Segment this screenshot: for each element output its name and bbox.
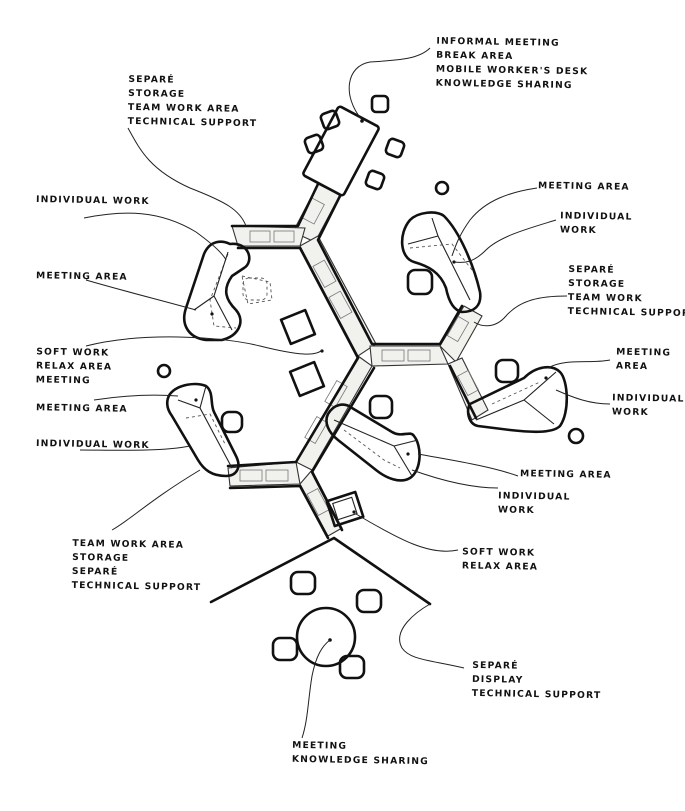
side-table <box>279 308 317 346</box>
separe-partition <box>209 536 432 606</box>
spine-segment-center-upper <box>299 235 377 357</box>
label-line: Technical support <box>71 579 202 594</box>
chair <box>355 588 383 614</box>
chair <box>303 133 325 155</box>
label-meeting-area-right-1: Meeting area <box>538 179 630 195</box>
stool <box>567 427 585 445</box>
label-display-bottom-right: Separé Display Technical support <box>472 659 602 703</box>
storage-spine <box>227 183 489 537</box>
chair <box>384 137 406 159</box>
workstation-upper-left <box>183 240 273 342</box>
chair <box>319 109 341 131</box>
workstation-right <box>466 358 585 445</box>
workstation-upper-right <box>400 180 482 314</box>
spine-outline <box>226 182 478 540</box>
label-line: Meeting <box>616 346 672 359</box>
label-line: Meeting area <box>35 402 128 415</box>
round-meeting-group <box>271 570 383 680</box>
label-individual-work-lower-right: Individual work <box>498 489 571 518</box>
round-table <box>295 606 357 668</box>
chair <box>220 410 244 434</box>
label-line: Knowledge sharing <box>291 753 430 768</box>
chair <box>370 94 390 114</box>
label-line: Individual work <box>35 194 150 207</box>
label-line: Knowledge sharing <box>435 77 573 92</box>
chair <box>368 394 394 420</box>
chair <box>364 169 386 191</box>
stool <box>434 180 450 196</box>
chair <box>289 570 317 596</box>
label-meeting-bottom: Meeting Knowledge sharing <box>292 739 430 769</box>
label-line: Soft work <box>36 346 110 359</box>
stool <box>156 363 172 379</box>
label-line: Technical support <box>127 115 258 130</box>
label-team-work-lower-left: Team work area Storage Separé Technical … <box>72 537 203 595</box>
label-individual-work-right-2: Individual work <box>612 391 685 420</box>
label-line: Individual work <box>35 438 150 451</box>
side-table <box>288 360 326 398</box>
label-line: Technical support <box>471 687 602 702</box>
label-individual-work-left-2: Individual work <box>36 437 150 453</box>
chair <box>406 268 434 296</box>
label-soft-work-lower-right: Soft work Relax area <box>462 545 539 574</box>
label-line: Relax area <box>461 560 539 573</box>
informal-meeting-table <box>302 105 380 197</box>
label-line: Meeting area <box>35 270 128 283</box>
label-line: Meeting <box>35 374 91 387</box>
chair <box>271 636 299 662</box>
spine-segment-right-upper <box>439 305 483 363</box>
label-informal-meeting: Informal meeting Break area Mobile worke… <box>436 35 589 94</box>
workstation-lower-left <box>165 382 244 478</box>
label-line: Individual <box>498 490 571 503</box>
label-line: Relax area <box>35 360 113 373</box>
label-meeting-area-right-2: Meeting area <box>616 346 671 375</box>
label-individual-work-left-1: Individual work <box>36 193 150 209</box>
label-individual-work-right-1: Individual work <box>560 209 633 238</box>
label-meeting-area-left-2: Meeting area <box>36 401 128 417</box>
label-meeting-area-lower-right: Meeting area <box>520 467 612 483</box>
chair <box>242 277 268 301</box>
label-line: Individual <box>560 210 633 223</box>
label-line: Individual <box>612 392 685 405</box>
soft-work-table <box>325 490 365 528</box>
label-line: Technical suppor <box>567 305 685 320</box>
label-line: Meeting area <box>537 180 630 193</box>
label-meeting-area-left-1: Meeting area <box>36 269 128 285</box>
leader-lines <box>79 47 611 739</box>
label-line: work <box>497 504 535 517</box>
label-soft-work-left: Soft work Relax area Meeting <box>36 345 113 388</box>
label-line: work <box>559 224 597 237</box>
label-storage-top-left: Separé Storage Team work area Technical … <box>128 73 259 131</box>
spine-segment-right-lower <box>447 357 489 421</box>
chair <box>494 358 520 384</box>
chair <box>338 654 366 680</box>
label-storage-right: Separé Storage Team work Technical suppo… <box>568 263 685 321</box>
label-line: Meeting area <box>519 468 612 481</box>
label-line: work <box>611 406 649 419</box>
informal-meeting-table-group <box>302 94 406 197</box>
label-line: Soft work <box>462 546 536 559</box>
workstation-lower-center <box>325 394 421 482</box>
label-line: area <box>615 360 649 373</box>
